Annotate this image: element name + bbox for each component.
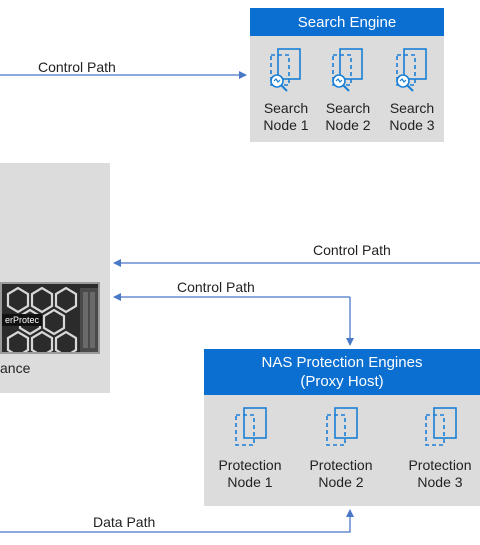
nas-engines-title-line2: (Proxy Host) — [300, 373, 384, 390]
protection-node-3: Protection Node 3 — [402, 405, 478, 491]
protection-node-1: Protection Node 1 — [212, 405, 288, 491]
search-node-2: Search Node 2 — [318, 46, 378, 134]
protection-node-icon — [425, 407, 457, 446]
search-node-label: Search Node 1 — [263, 100, 309, 133]
appliance-box — [0, 163, 110, 393]
data-path-label: Data Path — [93, 514, 156, 530]
protection-node-label: Protection Node 2 — [309, 457, 373, 490]
nas-engines-title-line1: NAS Protection Engines — [261, 354, 423, 371]
search-engine-header: Search Engine — [250, 8, 444, 36]
search-node-label: Search Node 2 — [325, 100, 371, 133]
search-node-1: Search Node 1 — [256, 46, 316, 134]
search-engine-title: Search Engine — [297, 13, 397, 31]
control-path-mid-label: Control Path — [177, 279, 255, 295]
search-node-3: Search Node 3 — [382, 46, 442, 134]
nas-engines-header: NAS Protection Engines (Proxy Host) — [204, 349, 480, 395]
search-node-label: Search Node 3 — [389, 100, 435, 133]
protection-node-2: Protection Node 2 — [303, 405, 379, 491]
search-node-icon — [332, 48, 363, 92]
protection-node-label: Protection Node 3 — [408, 457, 472, 490]
control-path-right-label: Control Path — [313, 242, 391, 258]
appliance-hardware: erProtec — [0, 282, 100, 354]
data-path-arrow — [0, 509, 354, 533]
protection-node-icon — [235, 407, 267, 446]
appliance-badge: erProtec — [2, 314, 43, 326]
search-node-icon — [396, 48, 427, 92]
control-path-top-label: Control Path — [38, 59, 116, 75]
protection-node-label: Protection Node 1 — [218, 457, 282, 490]
appliance-label: ance — [0, 360, 31, 376]
search-node-icon — [270, 48, 301, 92]
protection-node-icon — [326, 407, 358, 446]
